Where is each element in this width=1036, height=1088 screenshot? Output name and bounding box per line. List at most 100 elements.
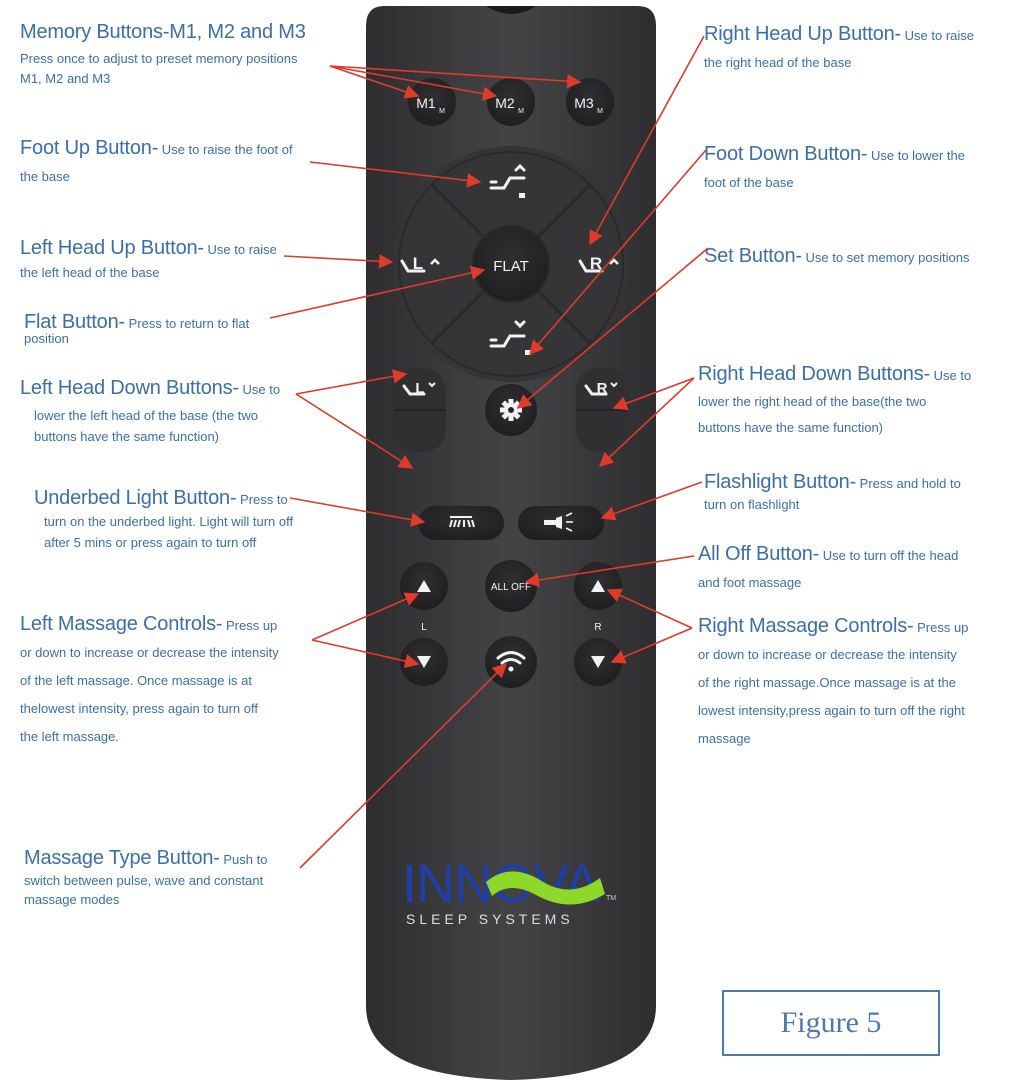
left-head-down-letter: L (415, 380, 424, 397)
label-underbed-light: Underbed Light Button- Press to turn on … (34, 486, 354, 553)
all-off-label: ALL OFF (491, 582, 531, 593)
right-head-down-button-2[interactable] (580, 416, 624, 448)
flat-button[interactable]: FLAT (472, 225, 550, 303)
label-left-head-up-desc: Use to raise (203, 242, 277, 257)
label-left-massage-line3: thelowest intensity, press again to turn… (20, 701, 258, 716)
right-massage-up-button[interactable] (574, 562, 622, 610)
label-right-head-down-line2: buttons have the same function) (698, 420, 884, 435)
m3-sub: M (597, 108, 603, 115)
label-massage-type-line2: massage modes (24, 892, 120, 907)
label-left-massage-desc: Press up (222, 618, 278, 633)
label-right-massage: Right Massage Controls- Press up or down… (698, 614, 1028, 753)
label-right-massage-line1: or down to increase or decrease the inte… (698, 647, 957, 662)
triangle-up-icon (591, 580, 605, 592)
label-foot-up-desc: Use to raise the foot of (158, 142, 293, 157)
flashlight-button[interactable] (518, 506, 604, 540)
label-memory-desc2: M1, M2 and M3 (20, 71, 111, 87)
label-right-head-down-line1: lower the right head of the base(the two (698, 394, 927, 409)
label-flat: Flat Button- Press to return to flat pos… (24, 310, 344, 347)
m1-label: M1 (416, 95, 436, 111)
right-massage-down-button[interactable] (574, 638, 622, 686)
figure-label-text: Figure 5 (780, 1006, 882, 1039)
label-left-head-down-line1: lower the left head of the base (the two (34, 408, 259, 423)
label-set: Set Button- Use to set memory positions (704, 244, 1024, 269)
right-head-down-letter: R (597, 380, 608, 397)
triangle-up-icon (417, 580, 431, 592)
right-head-up-letter: R (590, 254, 602, 273)
label-underbed-title: Underbed Light Button- (34, 487, 237, 509)
label-memory-desc: Press once to adjust to preset memory po… (20, 51, 298, 66)
label-massage-type: Massage Type Button- Push to switch betw… (24, 846, 344, 909)
label-right-head-down: Right Head Down Buttons- Use to lower th… (698, 362, 1028, 441)
innova-logo: INNOVA TM SLEEP SYSTEMS (402, 854, 616, 927)
label-memory: Memory Buttons-M1, M2 and M3 Press once … (20, 20, 340, 88)
figure-label: Figure 5 (722, 990, 940, 1056)
label-left-head-down-desc: Use to (238, 382, 281, 397)
m1-sub: M (439, 108, 445, 115)
label-right-head-up: Right Head Up Button- Use to raise the r… (704, 22, 1024, 71)
left-head-down-button-2[interactable] (398, 416, 442, 448)
m2-sub: M (518, 108, 524, 115)
label-left-head-down-title: Left Head Down Buttons- (20, 377, 239, 399)
label-flashlight-title: Flashlight Button- (704, 471, 857, 493)
label-flashlight: Flashlight Button- Press and hold to tur… (704, 470, 1024, 513)
triangle-down-icon (417, 656, 431, 668)
foot-up-button[interactable] (489, 163, 526, 198)
massage-type-button[interactable] (485, 636, 537, 688)
label-memory-title: Memory Buttons-M1, M2 and M3 (20, 21, 306, 43)
logo-swoosh (486, 871, 605, 905)
label-left-head-down: Left Head Down Buttons- Use to lower the… (20, 376, 340, 447)
label-left-massage-line4: the left massage. (20, 729, 119, 744)
gear-icon (500, 399, 522, 421)
set-button[interactable] (485, 384, 537, 436)
m2-button[interactable]: M2 M (487, 78, 535, 126)
m3-label: M3 (574, 95, 594, 111)
label-right-head-up-title: Right Head Up Button- (704, 23, 902, 45)
left-head-up-letter: L (413, 254, 423, 273)
logo-sub: SLEEP SYSTEMS (406, 911, 574, 927)
label-foot-up-title: Foot Up Button- (20, 137, 159, 159)
underbed-light-button[interactable] (418, 506, 504, 540)
label-flat-desc: Press to return to flat (124, 316, 250, 331)
right-massage-letter: R (594, 622, 601, 633)
all-off-button[interactable]: ALL OFF (485, 560, 537, 612)
left-massage-down-button[interactable] (400, 638, 448, 686)
label-right-massage-desc: Press up (913, 620, 969, 635)
flat-label: FLAT (493, 258, 529, 275)
label-right-massage-title: Right Massage Controls- (698, 615, 914, 637)
label-right-massage-line3: lowest intensity,press again to turn off… (698, 703, 965, 718)
underbed-light-icon (449, 516, 475, 528)
left-massage-up-button[interactable] (400, 562, 448, 610)
remote-top-notch (486, 6, 536, 14)
label-foot-down-desc2: foot of the base (704, 175, 794, 190)
label-massage-type-title: Massage Type Button- (24, 847, 220, 869)
label-all-off-desc: Use to turn off the head (819, 548, 959, 563)
label-right-head-up-desc: Use to raise (901, 28, 975, 43)
label-massage-type-line1: switch between pulse, wave and constant (24, 873, 264, 888)
label-foot-up: Foot Up Button- Use to raise the foot of… (20, 136, 340, 185)
label-flat-title: Flat Button- (24, 311, 125, 333)
label-flashlight-desc2: turn on flashlight (704, 497, 800, 512)
label-foot-down-title: Foot Down Button- (704, 143, 868, 165)
logo-tm: TM (606, 895, 616, 902)
label-underbed-desc: Press to (236, 492, 288, 507)
foot-up-icon (489, 163, 526, 190)
label-set-title: Set Button- (704, 245, 802, 267)
m1-button[interactable]: M1 M (408, 78, 456, 126)
label-flashlight-desc: Press and hold to (856, 476, 961, 491)
label-right-head-up-desc2: the right head of the base (704, 55, 852, 70)
label-left-massage: Left Massage Controls- Press up or down … (20, 612, 350, 751)
label-all-off-title: All Off Button- (698, 543, 820, 565)
label-set-desc: Use to set memory positions (801, 250, 970, 265)
label-left-massage-line2: of the left massage. Once massage is at (20, 673, 252, 688)
wave-icon (496, 651, 526, 665)
left-massage-letter: L (421, 622, 427, 633)
label-all-off-desc2: and foot massage (698, 575, 802, 590)
m2-label: M2 (495, 95, 515, 111)
triangle-down-icon (591, 656, 605, 668)
label-foot-down-desc: Use to lower the (867, 148, 965, 163)
label-massage-type-desc: Push to (219, 852, 268, 867)
m3-button[interactable]: M3 M (566, 78, 614, 126)
label-right-massage-line2: of the right massage.Once massage is at … (698, 675, 956, 690)
label-right-massage-line4: massage (698, 731, 751, 746)
